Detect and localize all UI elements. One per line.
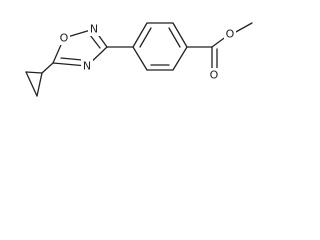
atom-label-ester-oxygen: O (224, 27, 236, 41)
atom-label-ring-n2: N (88, 22, 100, 36)
methyl-ester-group (186, 22, 253, 70)
bond-cyclopropyl-right (36, 72, 43, 97)
chemical-structure-diagram: O N N O O (25, 22, 253, 97)
bond-ar-6 (132, 46, 148, 71)
bond-cyclopropyl-base (25, 71, 38, 97)
bond-n2-c3-double (89, 34, 101, 49)
atom-label-carbonyl-oxygen: O (208, 68, 220, 82)
atom-label-ring-n4: N (81, 59, 93, 73)
bond-cyclopropyl-left (25, 71, 43, 74)
ring-oxygen-label: O (60, 32, 69, 45)
bond-ar-inner-2 (168, 27, 181, 48)
cyclopropyl-group (25, 62, 54, 97)
benzene-ring (132, 22, 188, 71)
atom-label-ring-oxygen: O (58, 31, 70, 45)
bond-ar-4 (172, 46, 188, 71)
ring-nitrogen-4-label: N (83, 60, 91, 73)
ring-nitrogen-2-label: N (90, 23, 98, 36)
bond-ar-inner-1 (139, 27, 152, 48)
carbonyl-oxygen-label: O (210, 69, 219, 82)
bond-ester-o-methyl (233, 22, 253, 34)
ester-oxygen-label: O (226, 28, 235, 41)
bond-n4-c5-double (60, 57, 83, 61)
bond-cyclopropyl-attach (41, 62, 54, 74)
bond-ar-1 (132, 22, 148, 48)
bond-ar-3 (172, 22, 188, 48)
